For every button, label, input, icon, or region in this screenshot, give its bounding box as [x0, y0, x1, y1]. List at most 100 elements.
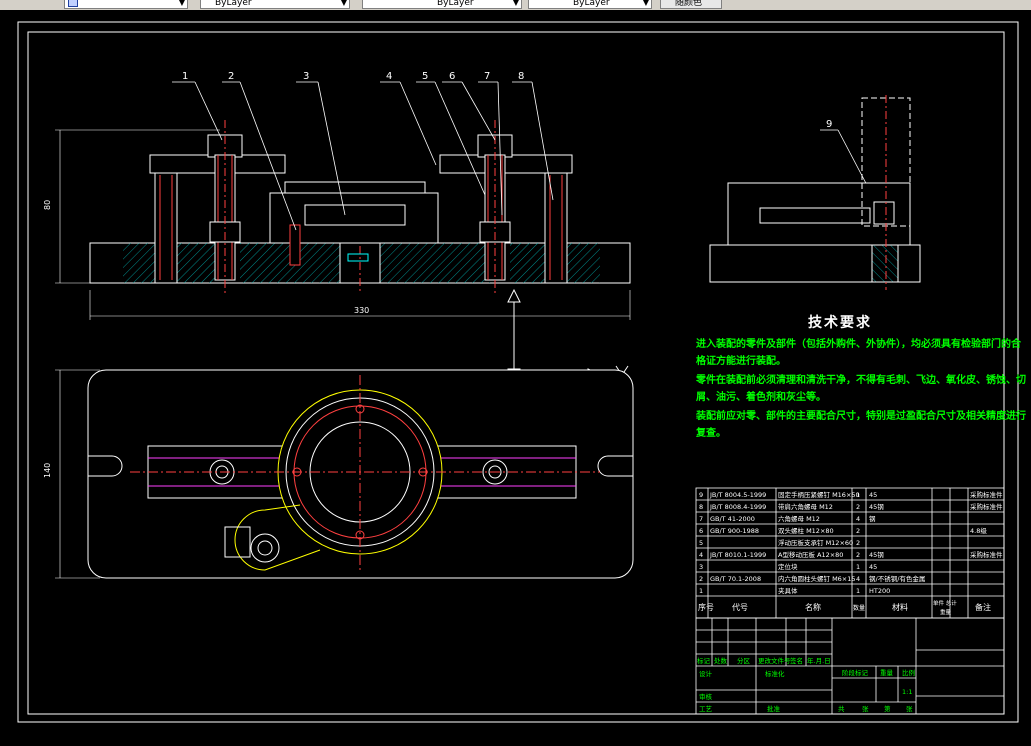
svg-text:6: 6 [449, 71, 455, 82]
svg-text:4: 4 [699, 551, 703, 559]
svg-text:代号: 代号 [732, 602, 748, 612]
svg-text:标记: 标记 [697, 656, 711, 665]
balloon-leaders [172, 81, 881, 231]
svg-text:内六角圆柱头螺钉 M6×15: 内六角圆柱头螺钉 M6×15 [778, 574, 856, 583]
svg-text:80: 80 [43, 200, 52, 210]
svg-text:5: 5 [699, 539, 703, 547]
svg-text:GB/T 900-1988: GB/T 900-1988 [710, 527, 759, 535]
svg-text:重量: 重量 [940, 608, 952, 616]
linetype-dropdown[interactable]: ByLayer ▼ [362, 0, 522, 9]
svg-text:140: 140 [43, 463, 52, 478]
side-view [709, 95, 921, 290]
chevron-down-icon: ▼ [340, 0, 347, 7]
svg-text:9: 9 [826, 119, 832, 130]
svg-text:钢: 钢 [869, 515, 876, 523]
svg-text:固定手柄压紧螺钉 M16×50: 固定手柄压紧螺钉 M16×50 [778, 490, 860, 499]
tech-requirement-line: 零件在装配前必须清理和清洗干净，不得有毛刺、飞边、氧化皮、锈蚀、切 [696, 375, 1026, 386]
layer-dropdown[interactable]: ▼ [64, 0, 188, 9]
svg-text:夹具体: 夹具体 [778, 586, 798, 595]
title-block [695, 617, 1005, 715]
properties-toolbar: ▼ ByLayer ▼ ByLayer ▼ ByLayer ▼ 随颜色 [0, 0, 1031, 10]
color-dropdown[interactable]: ByLayer ▼ [200, 0, 350, 9]
table-header: 序号 代号 名称 数量 材料 单件 总计 重量 备注 [698, 599, 991, 616]
svg-text:4.8级: 4.8级 [970, 526, 987, 535]
layer-icon [68, 0, 78, 7]
svg-text:2: 2 [856, 527, 860, 535]
svg-text:6: 6 [699, 527, 703, 535]
svg-text:工艺: 工艺 [699, 705, 713, 713]
svg-text:定位块: 定位块 [778, 562, 798, 571]
svg-text:45钢: 45钢 [869, 503, 884, 511]
cad-drawing[interactable]: 1 2 3 4 5 6 7 8 9 80 330 140 [0, 10, 1031, 742]
svg-text:数量: 数量 [853, 604, 865, 612]
table-row: 5 浮动压板支承钉 M12×60 2 [699, 538, 860, 547]
tech-requirement-line: 格证方能进行装配。 [696, 356, 786, 367]
svg-text:5: 5 [422, 71, 428, 82]
tech-requirements-title: 技术要求 [808, 315, 872, 331]
svg-text:GB/T 70.1-2008: GB/T 70.1-2008 [710, 575, 761, 583]
svg-text:重量: 重量 [880, 669, 894, 677]
title-block-texts: 标记 处数 分区 更改文件号 签名 年.月.日 设计 标准化 审核 工艺 批准 … [697, 656, 915, 713]
svg-text:8: 8 [518, 71, 524, 82]
tech-requirement-line: 进入装配的零件及部件（包括外购件、外协件），均必须具有检验部门的合 [696, 339, 1021, 350]
svg-text:材料: 材料 [892, 602, 908, 612]
table-row: 9 JB/T 8004.5-1999 固定手柄压紧螺钉 M16×50 1 45 … [699, 490, 1003, 499]
svg-text:批准: 批准 [767, 704, 781, 713]
svg-text:1: 1 [856, 587, 860, 595]
svg-text:备注: 备注 [975, 602, 991, 612]
drawing-border-inner [27, 31, 1005, 715]
svg-text:45: 45 [869, 563, 877, 571]
svg-text:8: 8 [699, 503, 703, 511]
svg-text:1: 1 [182, 71, 188, 82]
chevron-down-icon: ▼ [178, 0, 185, 7]
svg-text:处数: 处数 [714, 656, 728, 665]
svg-text:阶段标记: 阶段标记 [842, 668, 869, 677]
svg-text:1: 1 [856, 491, 860, 499]
table-row: 7 GB/T 41-2000 六角螺母 M12 4 钢 [699, 514, 876, 523]
svg-text:签名: 签名 [790, 656, 803, 665]
svg-text:年.月.日: 年.月.日 [807, 656, 831, 665]
svg-text:1: 1 [856, 563, 860, 571]
chevron-down-icon: ▼ [642, 0, 649, 7]
drawing-canvas[interactable]: 1 2 3 4 5 6 7 8 9 80 330 140 [0, 10, 1031, 742]
svg-text:JB/T 8004.5-1999: JB/T 8004.5-1999 [709, 491, 766, 499]
svg-text:更改文件号: 更改文件号 [758, 656, 791, 665]
svg-text:3: 3 [699, 563, 703, 571]
svg-text:7: 7 [699, 515, 703, 523]
svg-text:2: 2 [856, 503, 860, 511]
svg-text:4: 4 [856, 515, 860, 523]
svg-text:钢/不锈钢/有色金属: 钢/不锈钢/有色金属 [869, 574, 925, 583]
tech-requirement-line: 装配前应对零、部件的主要配合尺寸，特别是过盈配合尺寸及相关精度进行 [696, 411, 1026, 422]
lineweight-value: ByLayer [573, 0, 610, 8]
svg-text:带肩六角螺母 M12: 带肩六角螺母 M12 [778, 502, 833, 511]
svg-text:分区: 分区 [737, 656, 751, 665]
linetype-value: ByLayer [437, 0, 474, 8]
svg-text:9: 9 [699, 491, 703, 499]
svg-text:共: 共 [838, 704, 845, 713]
balloon-labels: 1 2 3 4 5 6 7 8 9 [182, 71, 832, 130]
svg-text:GB/T 41-2000: GB/T 41-2000 [710, 515, 755, 523]
table-row: 8 JB/T 8008.4-1999 带肩六角螺母 M12 2 45钢 采购标准… [699, 502, 1003, 511]
svg-text:A型移动压板 A12×80: A型移动压板 A12×80 [778, 550, 843, 559]
lineweight-dropdown[interactable]: ByLayer ▼ [528, 0, 652, 9]
table-row: 3 定位块 1 45 [699, 562, 877, 571]
svg-text:浮动压板支承钉 M12×60: 浮动压板支承钉 M12×60 [778, 538, 853, 547]
table-row: 6 GB/T 900-1988 双头螺柱 M12×80 2 4.8级 [699, 526, 987, 535]
svg-text:双头螺柱 M12×80: 双头螺柱 M12×80 [778, 526, 834, 535]
front-view [89, 120, 631, 295]
svg-text:设计: 设计 [699, 669, 713, 678]
svg-text:2: 2 [699, 575, 703, 583]
svg-text:审核: 审核 [699, 692, 713, 701]
svg-text:330: 330 [354, 306, 369, 315]
svg-text:3: 3 [303, 71, 309, 82]
drawing-border-outer [17, 21, 1019, 723]
bom-rows: 9 JB/T 8004.5-1999 固定手柄压紧螺钉 M16×50 1 4 5 … [698, 490, 1003, 616]
svg-text:45钢: 45钢 [869, 551, 884, 559]
svg-text:名称: 名称 [805, 602, 821, 612]
svg-text:45: 45 [869, 491, 877, 499]
plotstyle-dropdown[interactable]: 随颜色 [660, 0, 722, 9]
table-row: 1 夹具体 1 HT200 [699, 586, 890, 595]
svg-text:采购标准件: 采购标准件 [970, 502, 1003, 511]
svg-text:采购标准件: 采购标准件 [970, 490, 1003, 499]
svg-text:JB/T 8008.4-1999: JB/T 8008.4-1999 [709, 503, 766, 511]
